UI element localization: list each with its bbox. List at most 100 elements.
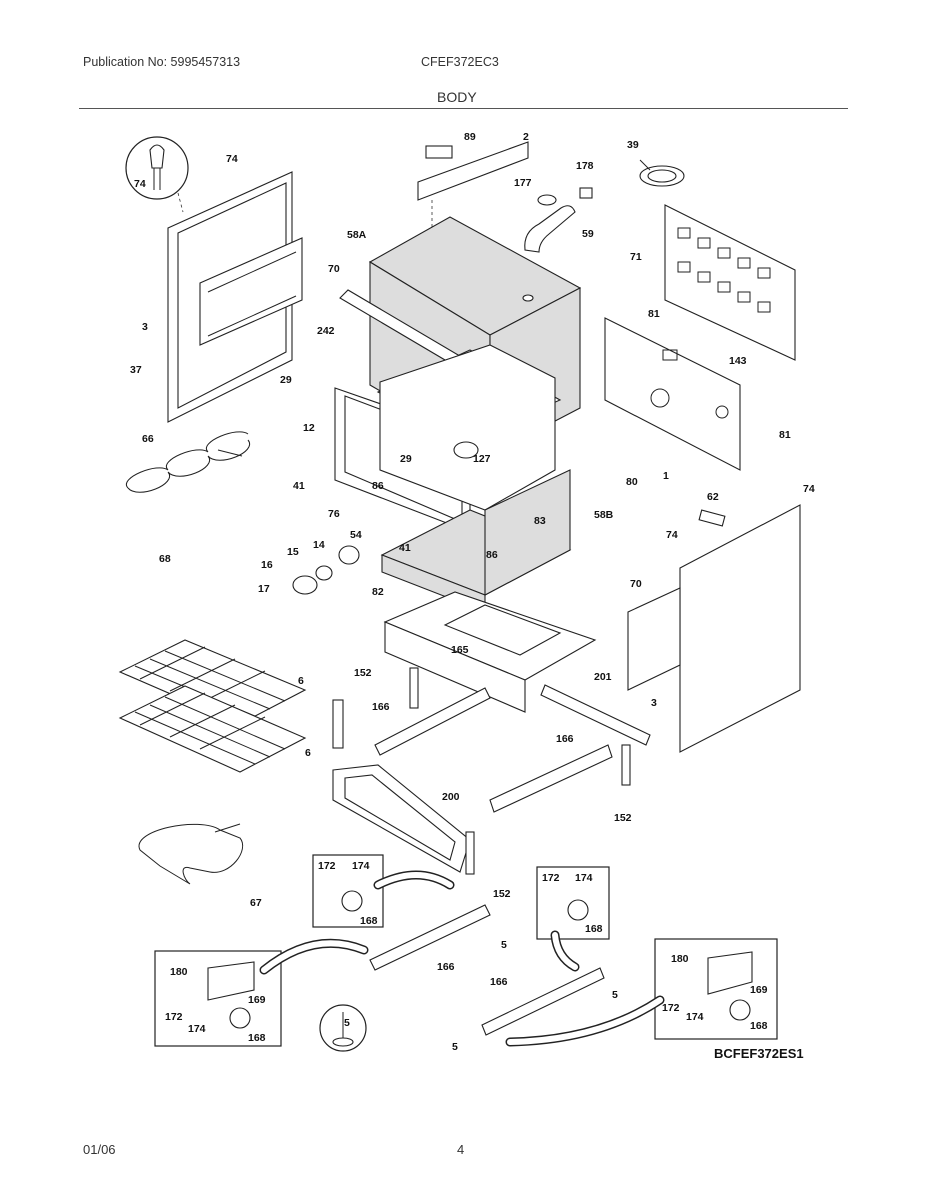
leveling-leg-detail (319, 1004, 367, 1052)
callout-label: 1 (663, 470, 669, 482)
callout-label: 5 (452, 1041, 458, 1053)
diagram-code: BCFEF372ES1 (714, 1046, 804, 1061)
leveler-detail-box-3 (154, 950, 282, 1047)
terminal-block (698, 509, 726, 527)
leveler-detail-box-1 (312, 854, 384, 928)
callout-label: 172 (165, 1011, 183, 1023)
left-side-panel (167, 171, 303, 423)
callout-label: 54 (350, 529, 362, 541)
callout-label: 86 (372, 480, 384, 492)
callout-label: 41 (399, 542, 411, 554)
callout-label: 180 (671, 953, 689, 965)
callout-label: 200 (442, 791, 460, 803)
callout-label: 74 (666, 529, 678, 541)
top-vent-trim (417, 141, 529, 240)
callout-label: 3 (651, 697, 657, 709)
callout-label: 67 (250, 897, 262, 909)
callout-label: 12 (303, 422, 315, 434)
callout-label: 6 (305, 747, 311, 759)
vent-tube (524, 187, 593, 253)
leveler-rail-right (481, 967, 605, 1036)
callout-label: 166 (556, 733, 574, 745)
callout-label: 29 (400, 453, 412, 465)
oven-light-bulb-detail (125, 136, 189, 213)
callout-label: 71 (630, 251, 642, 263)
callout-label: 5 (501, 939, 507, 951)
oven-rack-lower (118, 685, 307, 773)
rear-panel (664, 204, 796, 361)
callout-label: 174 (188, 1023, 206, 1035)
callout-label: 174 (352, 860, 370, 872)
right-side-panel (627, 504, 801, 753)
callout-label: 86 (486, 549, 498, 561)
callout-label: 82 (372, 586, 384, 598)
callout-label: 70 (630, 578, 642, 590)
footer-date: 01/06 (83, 1142, 116, 1157)
callout-label: 83 (534, 515, 546, 527)
callout-label: 39 (627, 139, 639, 151)
callout-label: 168 (248, 1032, 266, 1044)
callout-label: 172 (318, 860, 336, 872)
callout-label: 166 (437, 961, 455, 973)
lower-front-frame (332, 764, 475, 875)
callout-label: 166 (490, 976, 508, 988)
leveler-detail-box-4 (654, 938, 778, 1040)
callout-label: 201 (594, 671, 612, 683)
page-number: 4 (457, 1142, 465, 1157)
callout-label: 89 (464, 131, 476, 143)
publication-number: Publication No: 5995457313 (83, 55, 241, 69)
callout-label: 37 (130, 364, 142, 376)
callout-label: 68 (159, 553, 171, 565)
callout-label: 29 (280, 374, 292, 386)
bake-element (125, 431, 251, 493)
oven-liner (379, 344, 556, 511)
rear-panel-vents (677, 227, 771, 313)
callout-label: 81 (779, 429, 791, 441)
callout-label: 168 (750, 1020, 768, 1032)
callout-label: 66 (142, 433, 154, 445)
callout-label: 58B (594, 509, 614, 521)
leveler-detail-box-2 (536, 866, 610, 940)
callout-label: 177 (514, 177, 532, 189)
callout-label: 178 (576, 160, 594, 172)
callout-label: 174 (686, 1011, 704, 1023)
callout-label: 152 (354, 667, 372, 679)
callout-label: 143 (729, 355, 747, 367)
callout-label: 62 (707, 491, 719, 503)
callout-label: 80 (626, 476, 638, 488)
broil-element (138, 823, 244, 885)
callout-label: 5 (612, 989, 618, 1001)
callout-label: 5 (344, 1017, 350, 1029)
frame-rails (332, 667, 651, 813)
bottom-pan (383, 591, 597, 713)
callout-label: 168 (360, 915, 378, 927)
callout-label: 41 (293, 480, 305, 492)
callout-label: 166 (372, 701, 390, 713)
section-title: BODY (437, 89, 477, 105)
callout-label: 127 (473, 453, 491, 465)
callout-label: 70 (328, 263, 340, 275)
callout-label: 76 (328, 508, 340, 520)
callout-labels: 74 74 89 2 39 178 177 59 58A 71 70 3 242… (130, 131, 815, 1053)
callout-label: 169 (750, 984, 768, 996)
callout-label: 165 (451, 644, 469, 656)
power-cord (639, 159, 685, 187)
callout-label: 74 (226, 153, 238, 165)
callout-label: 16 (261, 559, 273, 571)
back-plate (604, 317, 741, 471)
detail-arrows (259, 870, 665, 1047)
callout-label: 59 (582, 228, 594, 240)
oven-light-assembly (292, 545, 360, 595)
leveler-rail-left (369, 904, 491, 971)
callout-label: 15 (287, 546, 299, 558)
callout-label: 168 (585, 923, 603, 935)
callout-label: 172 (662, 1002, 680, 1014)
callout-label: 3 (142, 321, 148, 333)
callout-label: 74 (134, 178, 146, 190)
callout-label: 180 (170, 966, 188, 978)
callout-label: 74 (803, 483, 815, 495)
callout-label: 172 (542, 872, 560, 884)
callout-label: 58A (347, 229, 367, 241)
callout-label: 169 (248, 994, 266, 1006)
